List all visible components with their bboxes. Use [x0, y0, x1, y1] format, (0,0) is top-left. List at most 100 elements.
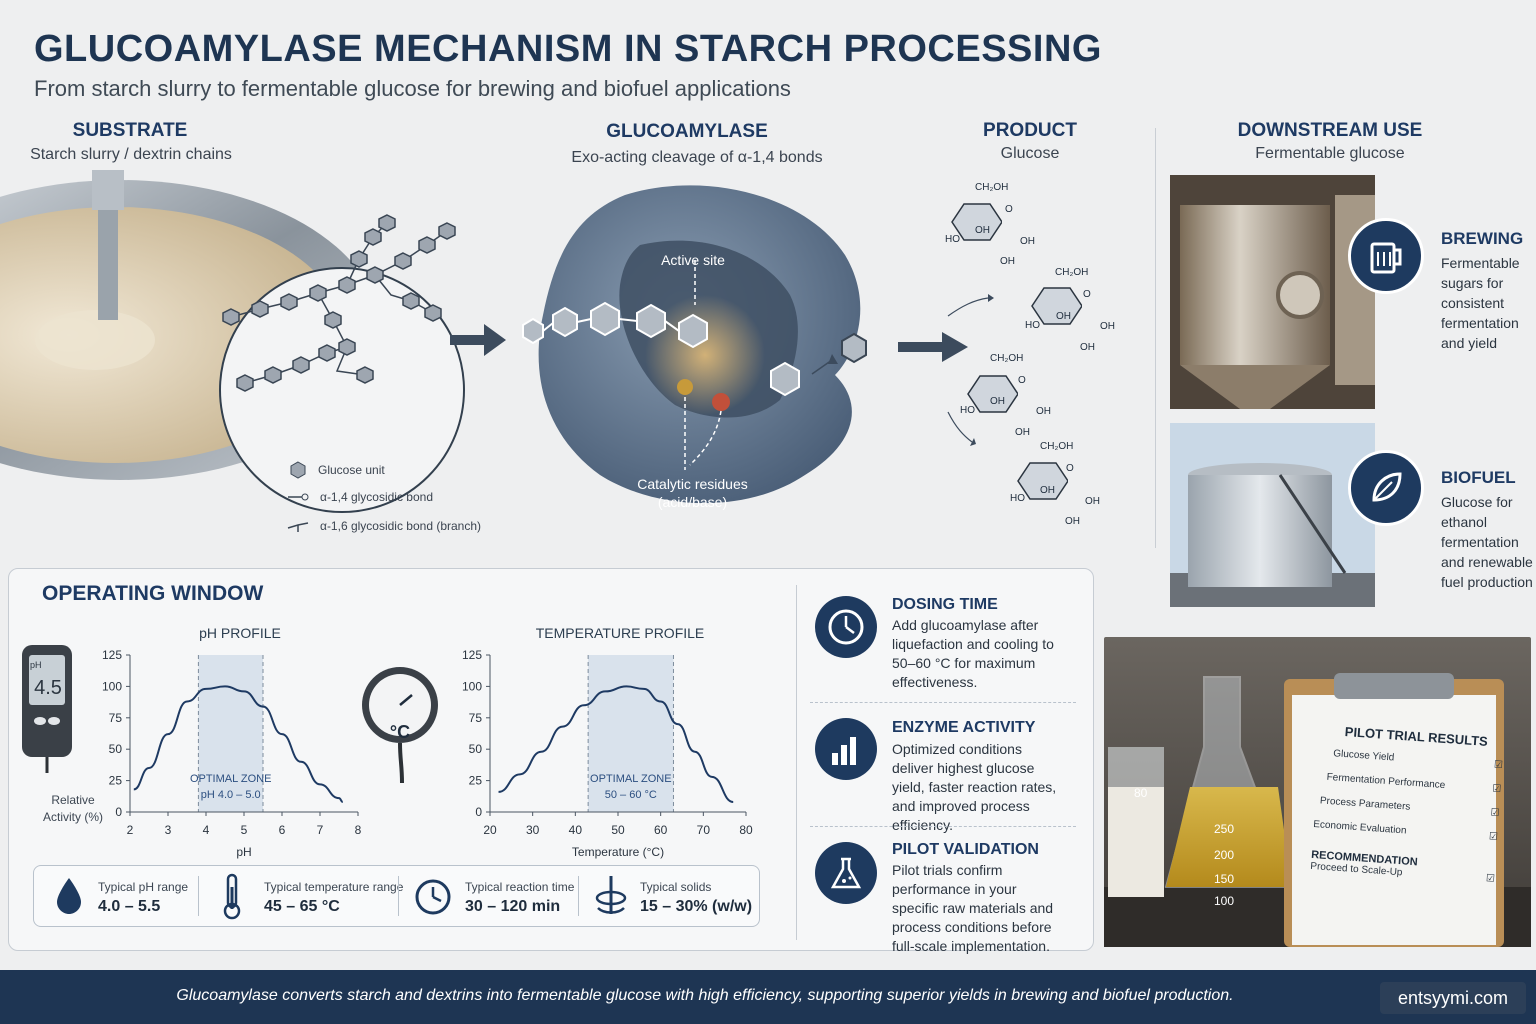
- y-tick-label: 25: [469, 774, 483, 788]
- dosing-time-title: DOSING TIME: [892, 596, 998, 613]
- ho-label: HO: [1010, 493, 1025, 504]
- starch-tank-illustration: [0, 170, 465, 513]
- y-tick-label: 75: [469, 711, 483, 725]
- oh-label: OH: [1000, 256, 1015, 267]
- y-tick-label: 50: [469, 742, 483, 756]
- substrate-title: SUBSTRATE: [72, 120, 188, 141]
- released-glucose-icon: [811, 332, 867, 375]
- x-tick-label: 40: [569, 823, 583, 837]
- leaf-icon: [1348, 450, 1424, 526]
- oh-label: OH: [990, 396, 1005, 407]
- reaction-time-label: Typical reaction time: [465, 880, 575, 894]
- ph-meter-icon: [22, 645, 72, 773]
- ph-chart-title: pH PROFILE: [199, 625, 281, 641]
- mixer-icon: [595, 876, 627, 914]
- biofuel-tank-photo: [1170, 423, 1375, 607]
- x-tick-label: 80: [739, 823, 753, 837]
- brewing-tank-photo: [1170, 175, 1375, 409]
- product-title: PRODUCT: [983, 120, 1077, 141]
- y-tick-label: 75: [109, 711, 123, 725]
- flask-mark: 150: [1214, 872, 1235, 886]
- dextrin-chain-diagram: [222, 214, 456, 392]
- pilot-validation-title: PILOT VALIDATION: [892, 841, 1039, 858]
- x-tick-label: 8: [355, 823, 362, 837]
- enzyme-illustration: [522, 185, 861, 504]
- checkbox-icon: ☑: [1491, 783, 1502, 796]
- temp-chart-title: TEMPERATURE PROFILE: [535, 625, 705, 641]
- column-divider: [1155, 128, 1156, 548]
- y-tick-label: 25: [109, 774, 123, 788]
- legend-glucose-unit: Glucose unit: [288, 460, 385, 480]
- footer-text: Glucoamylase converts starch and dextrin…: [176, 987, 1234, 1004]
- temperature-gauge-icon: [362, 667, 438, 784]
- x-axis-label: pH: [236, 845, 251, 859]
- info-divider: [796, 585, 797, 940]
- activity-curve: [133, 685, 344, 803]
- y-tick-label: 0: [475, 805, 482, 819]
- y-tick-label: 125: [102, 648, 122, 662]
- gauge-unit: °C: [389, 722, 411, 742]
- ph-range-label: Typical pH range: [98, 880, 189, 894]
- x-tick-label: 70: [697, 823, 711, 837]
- checkbox-icon: ☑: [1488, 831, 1499, 843]
- pilot-validation-body: Pilot trials confirm performance in your…: [892, 862, 1054, 954]
- footer-bar: [0, 970, 1536, 1024]
- glucose-molecule-4: [1017, 462, 1068, 500]
- y-tick-label: 125: [462, 648, 482, 662]
- downstream-subtitle: Fermentable glucose: [1255, 145, 1405, 162]
- dosing-time-body: Add glucoamylase after liquefaction and …: [892, 617, 1054, 690]
- bar-chart-icon: [815, 718, 877, 780]
- enzyme-title: GLUCOAMYLASE: [606, 121, 768, 142]
- oh-label: OH: [1080, 342, 1095, 353]
- optimal-zone-label: OPTIMAL ZONE: [190, 773, 272, 785]
- ch2oh-label: CH₂OH: [1055, 267, 1089, 278]
- catalytic-residues-sublabel: (acid/base): [657, 494, 728, 510]
- divider: [398, 876, 399, 916]
- divider: [810, 826, 1076, 827]
- oh-label: OH: [1100, 321, 1115, 332]
- legend-alpha-16-label: α-1,6 glycosidic bond (branch): [320, 519, 482, 533]
- temp-range-value: 45 – 65 °C: [264, 898, 340, 915]
- solids-value: 15 – 30% (w/w): [640, 898, 753, 915]
- branch-bond-icon: [287, 522, 309, 532]
- enzyme-subtitle: Exo-acting cleavage of α-1,4 bonds: [571, 149, 823, 166]
- typical-conditions-bar: [33, 865, 760, 927]
- ring-o-label: O: [1066, 463, 1074, 474]
- substrate-subtitle: Starch slurry / dextrin chains: [30, 146, 232, 163]
- downstream-title: DOWNSTREAM USE: [1237, 120, 1423, 141]
- oh-label: OH: [1036, 406, 1051, 417]
- product-subtitle: Glucose: [1000, 145, 1060, 162]
- flask-icon: [815, 842, 877, 904]
- clock-icon: [415, 879, 451, 915]
- arrow-right-icon: [450, 324, 506, 356]
- optimal-zone-range: pH 4.0 – 5.0: [201, 789, 261, 801]
- arrow-right-icon: [898, 332, 968, 362]
- meter-unit-label: pH: [30, 660, 42, 670]
- oh-label: OH: [1056, 311, 1071, 322]
- checkbox-icon: ☑: [1490, 807, 1500, 819]
- enzyme-activity-title: ENZYME ACTIVITY: [892, 719, 1036, 736]
- oh-label: OH: [1040, 485, 1055, 496]
- brand-badge[interactable]: entsyymi.com: [1380, 982, 1526, 1014]
- relative-activity-label-2: Activity (%): [43, 810, 103, 824]
- flask-mark: 200: [1214, 848, 1235, 862]
- x-tick-label: 30: [526, 823, 540, 837]
- ring-o-label: O: [1005, 204, 1013, 215]
- ch2oh-label: CH₂OH: [975, 182, 1009, 193]
- relative-activity-label: Relative: [51, 793, 95, 807]
- reaction-time-value: 30 – 120 min: [465, 898, 561, 915]
- x-tick-label: 20: [483, 823, 497, 837]
- page-subtitle: From starch slurry to fermentable glucos…: [34, 76, 791, 101]
- bond-line-icon: [288, 493, 309, 501]
- solids-label: Typical solids: [640, 880, 712, 894]
- checkbox-icon: ☑: [1485, 873, 1496, 885]
- x-tick-label: 6: [279, 823, 286, 837]
- flask-mark: 100: [1214, 894, 1235, 908]
- thermometer-icon: [223, 873, 241, 920]
- active-site-label: Active site: [661, 252, 725, 268]
- optimal-zone-range: 50 – 60 °C: [605, 789, 657, 801]
- y-tick-label: 100: [462, 679, 482, 693]
- glucose-molecule-2: [1031, 287, 1082, 325]
